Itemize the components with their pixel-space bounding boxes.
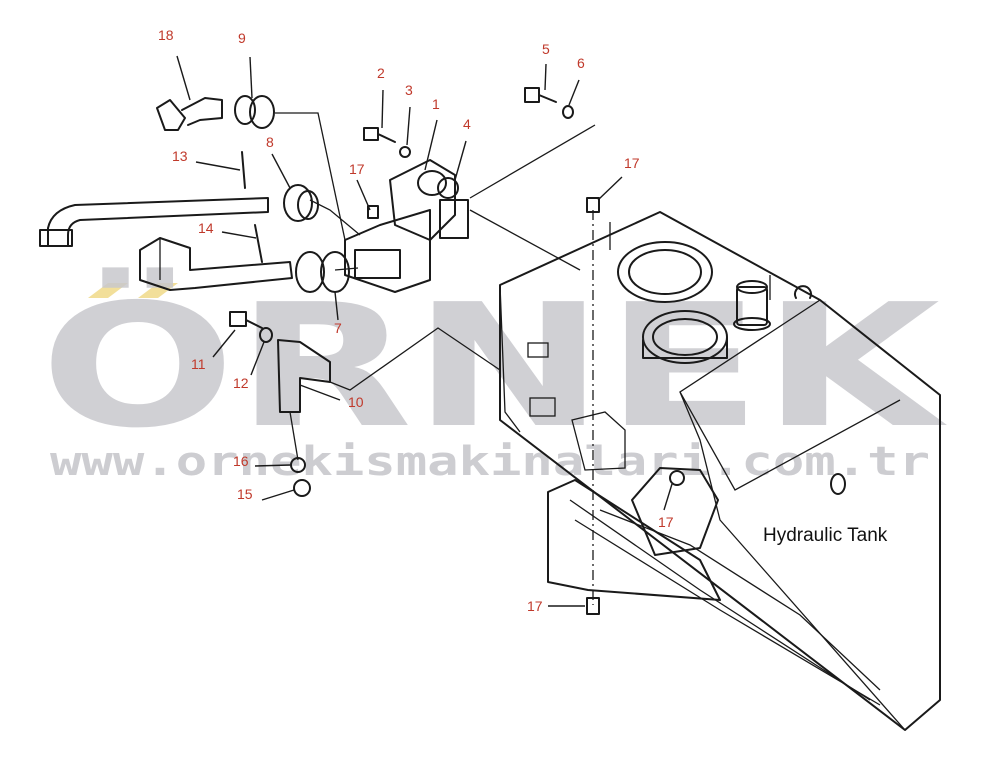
callout-1: 1 <box>432 96 440 112</box>
callout-12: 12 <box>233 375 249 391</box>
tank-label: Hydraulic Tank <box>763 525 888 546</box>
callout-numbers: 18 9 2 3 1 4 5 6 17 8 13 17 14 7 11 12 1… <box>158 27 674 614</box>
valve-block <box>344 159 469 293</box>
hardware <box>156 87 685 615</box>
callout-3: 3 <box>405 82 413 98</box>
callout-7: 7 <box>334 320 342 336</box>
watermark-url: www.ornekismakinalari.com.tr <box>50 439 930 485</box>
watermark: ÖRNEK www.ornekismakinalari.com.tr <box>40 267 947 485</box>
callout-17-bottom: 17 <box>527 598 543 614</box>
watermark-brand: ÖRNEK <box>40 267 947 466</box>
watermark-accent <box>138 283 178 298</box>
callout-11: 11 <box>191 356 206 372</box>
callout-10: 10 <box>348 394 364 410</box>
callout-15: 15 <box>237 486 253 502</box>
watermark-accent <box>88 283 128 298</box>
hydraulic-tank <box>499 211 941 731</box>
callout-13: 13 <box>172 148 188 164</box>
callout-17-top: 17 <box>624 155 640 171</box>
callout-18: 18 <box>158 27 174 43</box>
callout-8: 8 <box>266 134 274 150</box>
callout-6: 6 <box>577 55 585 71</box>
callout-4: 4 <box>463 116 471 132</box>
leader-lines <box>176 55 673 607</box>
callout-9: 9 <box>238 30 246 46</box>
callout-5: 5 <box>542 41 550 57</box>
callout-2: 2 <box>377 65 385 81</box>
callout-17-valve: 17 <box>349 161 365 177</box>
assembly-lines <box>275 112 596 461</box>
callout-17-bracket: 17 <box>658 514 674 530</box>
callout-16: 16 <box>233 453 249 469</box>
callout-14: 14 <box>198 220 214 236</box>
suction-pipes <box>39 197 293 291</box>
